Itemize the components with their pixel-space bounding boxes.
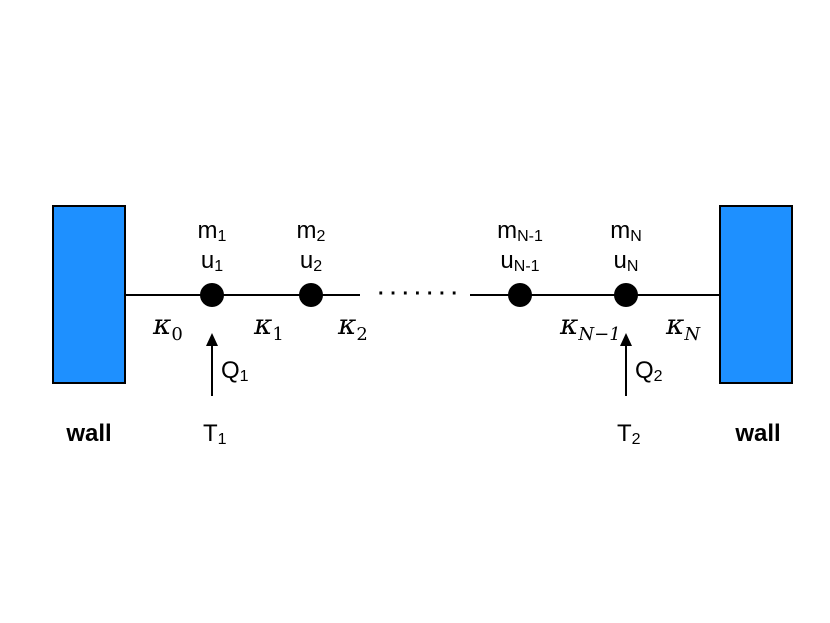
right-wall-label: wall: [734, 420, 780, 447]
mass-label-n-1: mN-1: [497, 217, 543, 245]
mass-label-n: mN: [610, 217, 642, 245]
mass-dot-1: [200, 283, 224, 307]
mass-label-2: m2: [297, 217, 326, 245]
mass-dot-n: [614, 283, 638, 307]
chain-ellipsis: · · · · · · ·: [378, 283, 458, 305]
heat-flux-label-2: Q2: [635, 357, 663, 385]
displacement-label-n: uN: [614, 247, 639, 275]
spring-label-2: κ2: [337, 308, 368, 345]
displacement-label-1: u1: [201, 247, 223, 275]
temperature-label-2: T2: [617, 420, 641, 448]
spring-label-n-1: κN−1: [559, 308, 621, 345]
heat-arrow-1-head: [206, 333, 218, 346]
spring-label-0: κ0: [152, 308, 183, 345]
mass-dot-n-1: [508, 283, 532, 307]
temperature-label-1: T1: [203, 420, 227, 448]
displacement-label-2: u2: [300, 247, 322, 275]
spring-label-1: κ1: [253, 308, 284, 345]
spring-label-n: κN: [665, 308, 701, 345]
heat-arrow-2-head: [620, 333, 632, 346]
right-wall: [719, 205, 793, 384]
heat-flux-label-1: Q1: [221, 357, 249, 385]
left-wall-label: wall: [65, 420, 111, 447]
mass-label-1: m1: [198, 217, 227, 245]
displacement-label-n-1: uN-1: [500, 247, 539, 275]
mass-dot-2: [299, 283, 323, 307]
left-wall: [52, 205, 126, 384]
